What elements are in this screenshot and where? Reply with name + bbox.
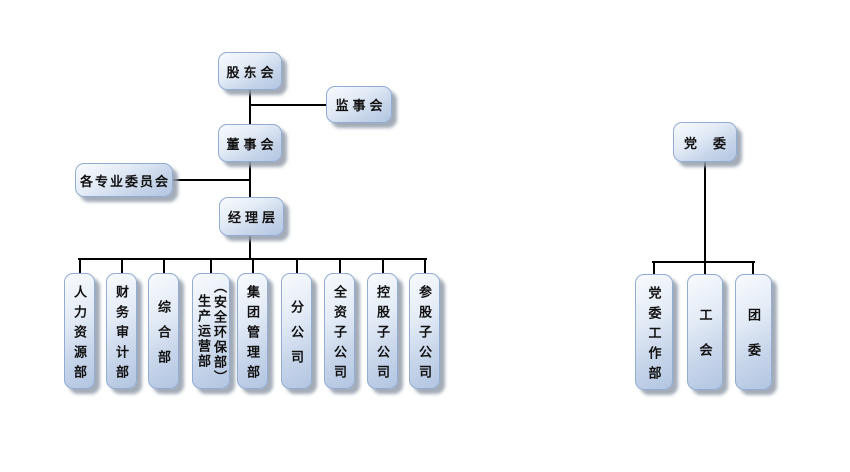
node-supervisory-board: 监事会 [326,86,392,123]
node-label: 党委 [684,135,743,151]
dept-box-group-management: 集团管理部 [237,273,268,389]
connector-stub-youth-league [752,261,754,275]
connector-stub-wholly-owned [339,258,341,273]
connector-stub-labor-union [704,261,706,275]
connector-stub-holding-subsidiary [382,258,384,273]
connector-stub-human-resources [79,258,81,273]
connector-party-bus [704,162,706,262]
node-party-committee: 党委 [673,122,737,162]
dept-box-human-resources: 人力资源部 [64,273,95,389]
dept-box-youth-league: 团委 [735,274,772,390]
dept-box-labor-union: 工会 [687,274,723,390]
dept-label: 分公司 [289,299,304,375]
dept-label: 人力资源部 [72,284,87,385]
node-label: 各专业委员会 [79,173,170,189]
dept-box-production-operations: （安全环保部） 生产运营部 [192,273,230,389]
node-shareholders-meeting: 股东会 [218,52,282,90]
connector-stub-production-ops [210,258,212,273]
connector-party-dept-bus [652,261,755,263]
dept-box-wholly-owned-subsidiary: 全资子公司 [324,273,355,389]
dept-box-party-work-department: 党委工作部 [635,274,673,390]
connector-stub-group-management [252,258,254,273]
node-management-team: 经理层 [219,197,284,236]
dept-label: 团委 [746,308,761,378]
node-special-committees: 各专业委员会 [75,163,173,197]
dept-box-holding-subsidiary: 控股子公司 [367,273,398,389]
dept-label: 控股子公司 [375,284,390,385]
connector-stub-equity-subsidiary [424,258,426,273]
node-label: 监事会 [335,98,387,113]
connector-board-management [249,162,251,197]
dept-box-branch-company: 分公司 [281,273,312,389]
dept-label: 全资子公司 [332,284,347,385]
dept-label: 党委工作部 [646,285,662,386]
connector-stub-finance-audit [121,258,123,273]
dept-box-equity-subsidiary: 参股子公司 [409,273,440,389]
dept-label: 集团管理部 [245,284,260,385]
dept-label: 工会 [697,308,713,378]
dept-label: 综合部 [156,299,171,375]
connector-management-bus [249,236,251,259]
node-label: 董事会 [226,136,278,152]
connector-committees-branch [173,179,250,181]
connector-stub-branch-company [296,258,298,273]
connector-supervisory-branch [250,104,326,106]
connector-shareholders-board [249,90,251,124]
node-label: 股东会 [226,64,278,80]
connector-stub-general-affairs [163,258,165,273]
dept-label: （安全环保部） 生产运营部 [196,279,227,385]
node-label: 经理层 [227,210,279,225]
dept-box-general-affairs: 综合部 [148,273,179,389]
dept-label: 参股子公司 [417,284,432,385]
dept-box-finance-audit: 财务审计部 [106,273,137,389]
node-board-of-directors: 董事会 [218,124,282,162]
dept-label: 财务审计部 [114,284,129,385]
connector-stub-party-work [653,261,655,275]
